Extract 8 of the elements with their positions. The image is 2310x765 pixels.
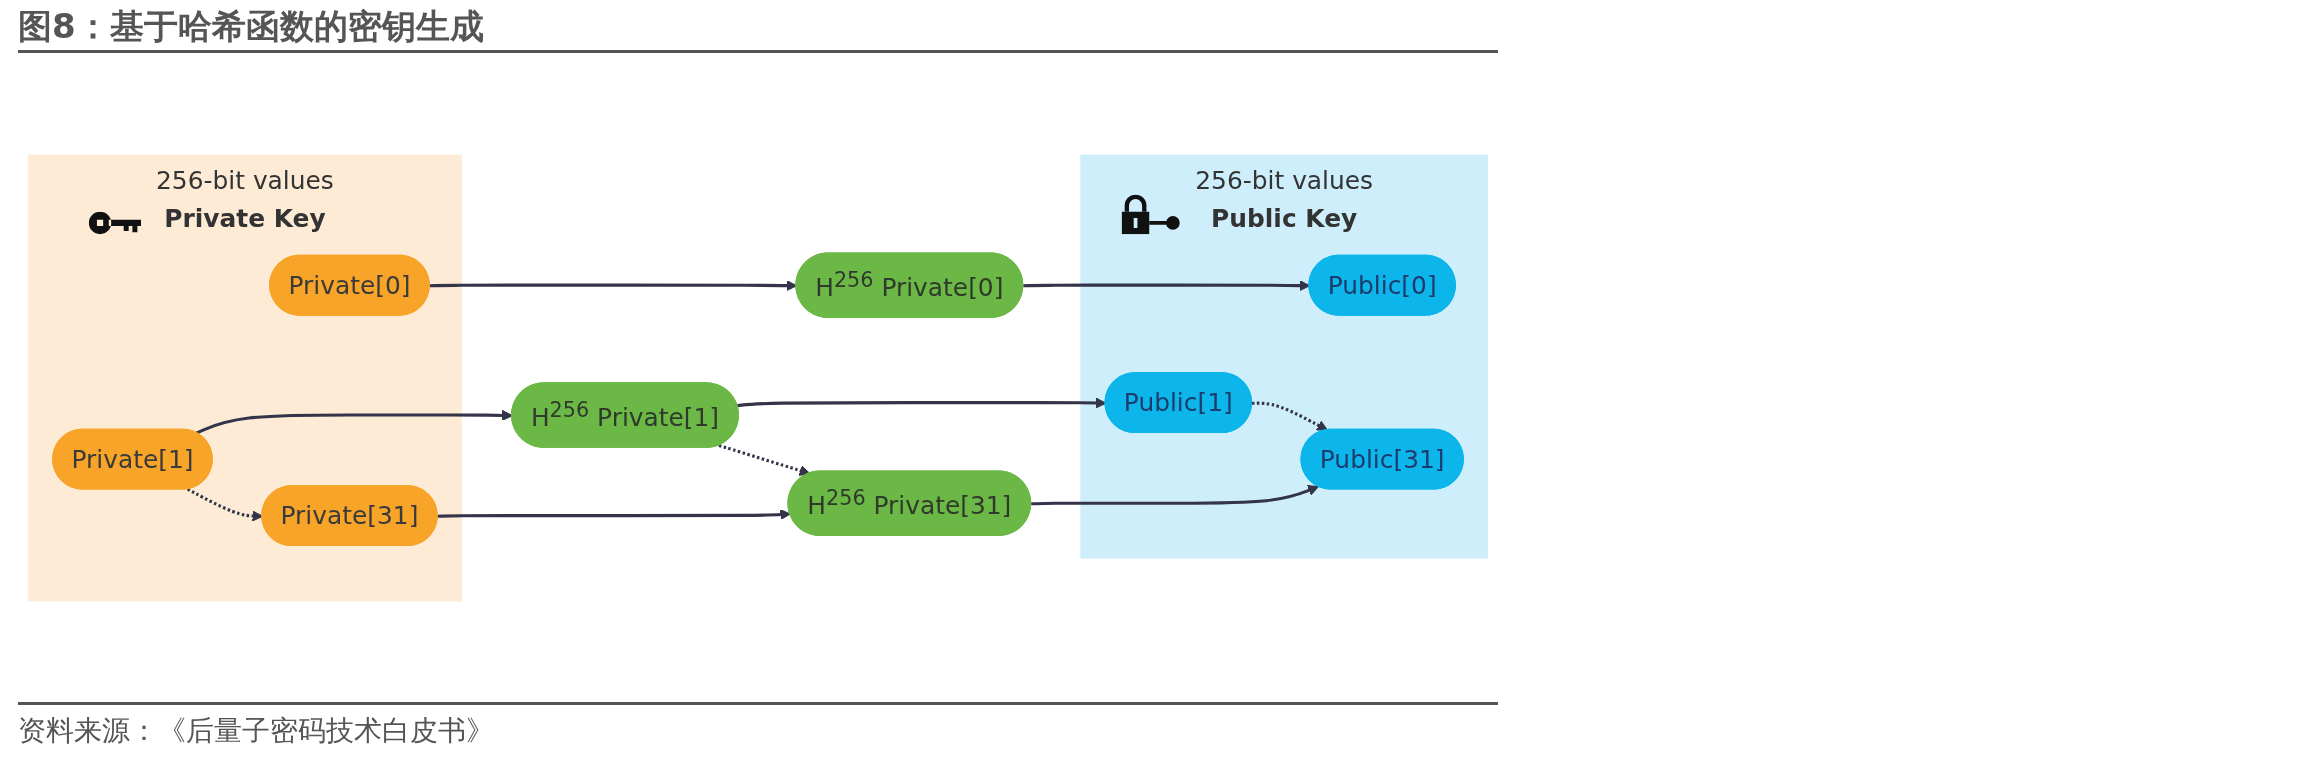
arrow (195, 409, 513, 435)
source-caption: 资料来源：《后量子密码技术白皮书》 (18, 713, 494, 749)
arrow (718, 443, 811, 476)
arrow (186, 487, 263, 522)
arrow (1251, 401, 1328, 431)
arrow (437, 509, 791, 521)
arrow (1031, 485, 1319, 506)
figure-title: 图8：基于哈希函数的密钥生成 (18, 5, 484, 48)
